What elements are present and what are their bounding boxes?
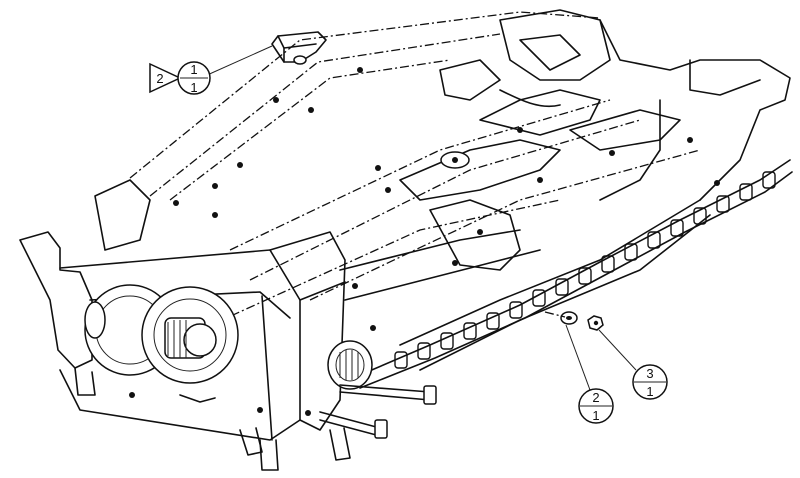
callout-item-1: 2 1 1 bbox=[149, 61, 211, 95]
callout-1-bottom: 1 bbox=[190, 80, 197, 95]
callout-1-top: 1 bbox=[190, 62, 197, 77]
nut-part bbox=[587, 315, 604, 331]
callout-item-2: 2 1 bbox=[578, 388, 614, 424]
leader-line-2 bbox=[565, 324, 591, 391]
callout-2-top: 2 bbox=[592, 390, 599, 405]
callout-1-prefix: 2 bbox=[156, 71, 163, 86]
leader-line-3 bbox=[598, 329, 637, 371]
frame-body bbox=[19, 9, 793, 471]
callout-item-3: 3 1 bbox=[632, 364, 668, 400]
leader-line-1 bbox=[204, 45, 273, 77]
callout-3-top: 3 bbox=[646, 366, 653, 381]
bolts bbox=[179, 384, 437, 456]
callout-2-bottom: 1 bbox=[592, 408, 599, 423]
frame-holes bbox=[129, 67, 720, 416]
callout-3-bottom: 1 bbox=[646, 384, 653, 399]
pulley-assembly bbox=[84, 284, 373, 390]
linkage-arm bbox=[399, 9, 681, 271]
bracket-part bbox=[271, 31, 327, 65]
callout-triangle bbox=[149, 62, 182, 94]
drive-chain bbox=[359, 159, 793, 389]
washer-part bbox=[560, 311, 578, 325]
